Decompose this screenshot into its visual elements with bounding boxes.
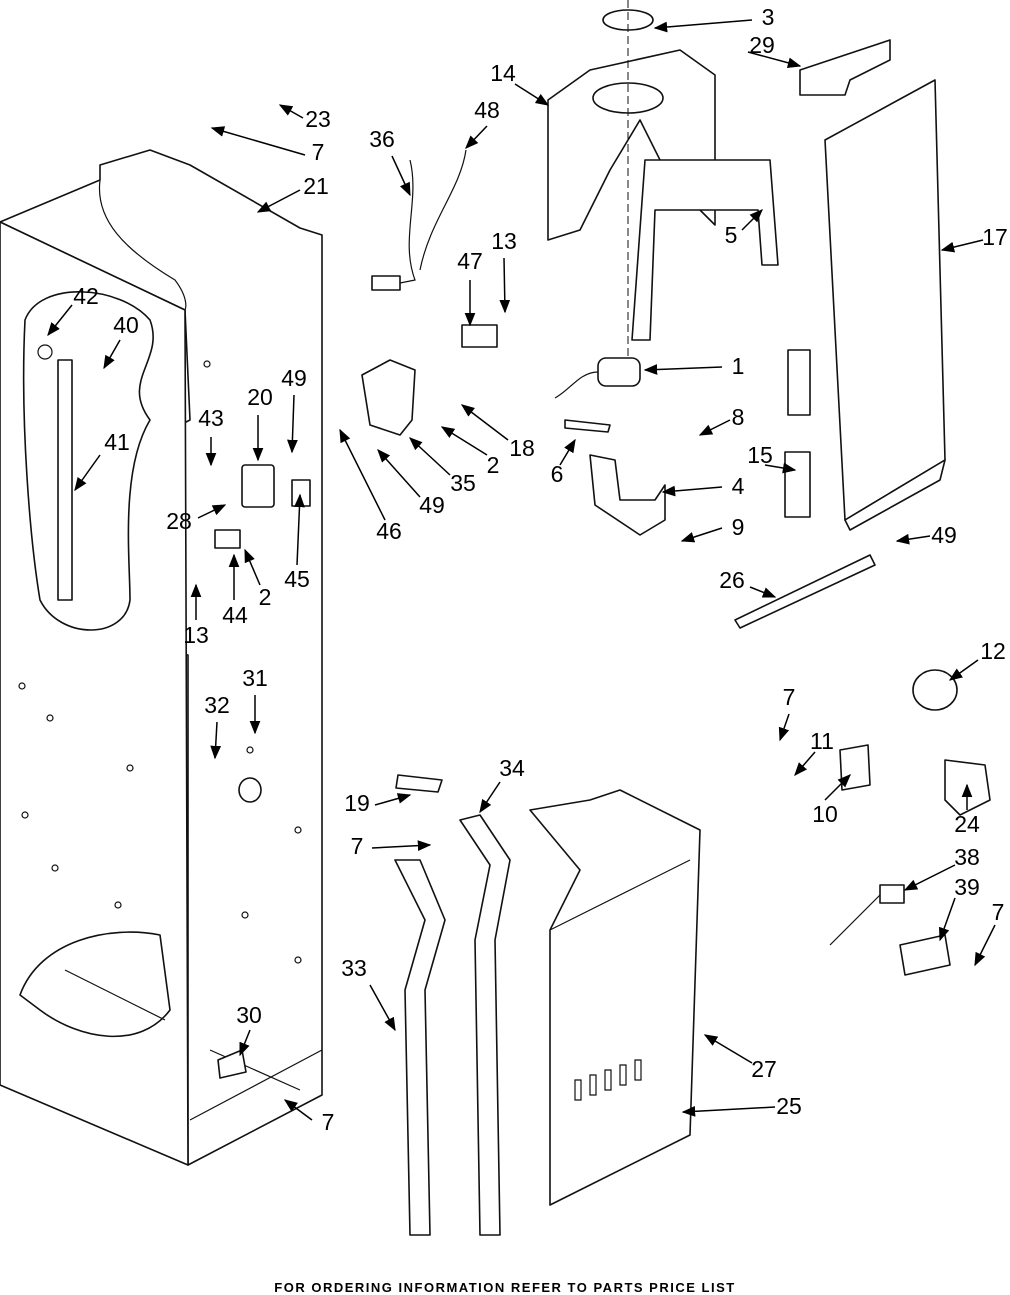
callout-6: 6 (551, 461, 564, 487)
callout-47: 47 (457, 248, 483, 274)
callout-49: 49 (419, 492, 445, 518)
lower-brackets (395, 790, 700, 1235)
callout-13: 13 (491, 228, 517, 254)
callout-49: 49 (281, 365, 307, 391)
callout-9: 9 (732, 514, 745, 540)
callout-25: 25 (776, 1093, 802, 1119)
callout-30: 30 (236, 1002, 262, 1028)
callout-26: 26 (719, 567, 745, 593)
callout-24: 24 (954, 811, 980, 837)
callout-44: 44 (222, 602, 248, 628)
callout-40: 40 (113, 312, 139, 338)
leader-line-0 (655, 20, 752, 28)
leader-line-4 (212, 128, 305, 155)
callout-7: 7 (322, 1109, 335, 1135)
callout-29: 29 (749, 32, 775, 58)
leader-line-30 (897, 536, 930, 541)
ordering-info-footer: FOR ORDERING INFORMATION REFER TO PARTS … (0, 1280, 1010, 1295)
leader-line-7 (258, 190, 300, 212)
leader-line-51 (705, 1035, 752, 1063)
callout-11: 11 (810, 728, 834, 754)
leader-line-25 (663, 487, 722, 492)
leader-line-11 (942, 240, 983, 250)
callout-10: 10 (812, 801, 838, 827)
callout-28: 28 (166, 508, 192, 534)
leader-line-48 (975, 925, 995, 965)
callout-18: 18 (509, 435, 535, 461)
callout-42: 42 (73, 283, 99, 309)
leader-line-8 (504, 258, 505, 312)
leader-line-24 (410, 438, 450, 475)
callout-2: 2 (487, 452, 500, 478)
leader-line-39 (780, 714, 789, 740)
leader-line-14 (645, 367, 722, 370)
leader-line-2 (515, 84, 548, 105)
callout-13: 13 (183, 622, 209, 648)
leader-line-46 (905, 865, 955, 890)
callout-2: 2 (259, 584, 272, 610)
callout-32: 32 (204, 692, 230, 718)
callout-43: 43 (198, 405, 224, 431)
leader-line-40 (795, 752, 815, 775)
leader-line-20 (462, 405, 508, 440)
callout-14: 14 (490, 60, 516, 86)
leader-line-6 (466, 126, 487, 148)
callout-21: 21 (303, 173, 329, 199)
leader-line-41 (480, 782, 500, 812)
callout-38: 38 (954, 844, 980, 870)
callout-7: 7 (312, 139, 325, 165)
cabinet-liner (0, 150, 322, 1165)
callout-46: 46 (376, 518, 402, 544)
callout-4: 4 (732, 473, 745, 499)
leader-line-49 (370, 985, 395, 1030)
callout-48: 48 (474, 97, 500, 123)
callout-39: 39 (954, 874, 980, 900)
leader-line-47 (940, 898, 955, 940)
callout-33: 33 (341, 955, 367, 981)
leader-line-29 (682, 528, 722, 541)
leader-line-21 (442, 427, 487, 455)
callout-41: 41 (104, 429, 130, 455)
callout-17: 17 (982, 224, 1008, 250)
callout-45: 45 (284, 566, 310, 592)
callout-19: 19 (344, 790, 370, 816)
fan-housing (548, 0, 778, 535)
callout-7: 7 (351, 833, 364, 859)
callout-5: 5 (725, 222, 738, 248)
callout-8: 8 (732, 404, 745, 430)
leader-line-44 (375, 795, 410, 805)
leader-line-52 (683, 1107, 775, 1112)
callout-35: 35 (450, 470, 476, 496)
callout-12: 12 (980, 638, 1006, 664)
leader-line-3 (280, 105, 303, 118)
leader-line-35 (750, 587, 775, 597)
callout-7: 7 (783, 684, 796, 710)
callout-1: 1 (732, 353, 745, 379)
callout-3: 3 (762, 4, 775, 30)
leader-line-26 (378, 450, 420, 497)
rear-cover-and-right-parts (735, 40, 990, 975)
callout-20: 20 (247, 384, 273, 410)
leader-line-36 (950, 660, 978, 680)
callout-7: 7 (992, 899, 1005, 925)
callout-31: 31 (242, 665, 268, 691)
callout-15: 15 (747, 442, 773, 468)
callout-27: 27 (751, 1056, 777, 1082)
callout-23: 23 (305, 106, 331, 132)
leader-line-5 (392, 156, 410, 195)
callout-34: 34 (499, 755, 525, 781)
leader-line-19 (700, 420, 730, 435)
leader-line-27 (340, 430, 385, 520)
leader-line-45 (372, 845, 430, 848)
callout-49: 49 (931, 522, 957, 548)
callout-36: 36 (369, 126, 395, 152)
